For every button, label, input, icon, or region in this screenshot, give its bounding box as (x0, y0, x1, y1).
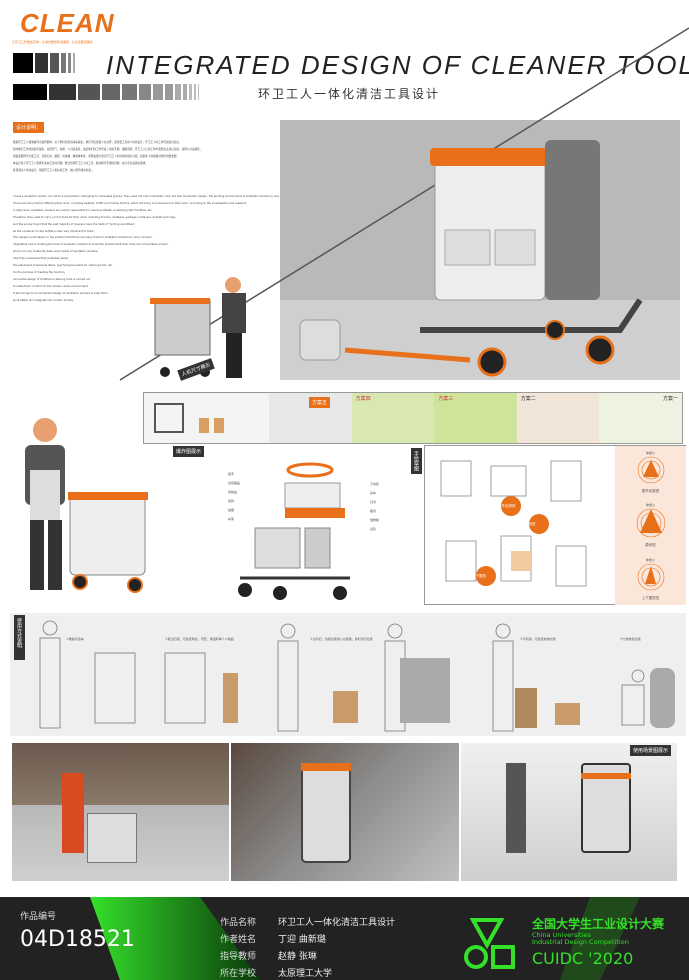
radar-column: 体量小 更外包裹型 体量小 模块型 体量小 上下置放性 (615, 446, 686, 605)
usage-illustrations (39, 620, 675, 732)
exploded-view (238, 462, 350, 600)
sketch-tag: 手绘草图 (411, 448, 422, 474)
usage-step-5: ⑤分类收集垃圾 (620, 637, 641, 641)
usage-strip: 使用方式说明 ①推着清洁车 ②取出扫把，可放置雨衣、手套、保温杯等个人物品 ③边… (10, 613, 686, 736)
scene-photo-2 (231, 743, 459, 881)
radar-1: 体量小 更外包裹型 (615, 451, 686, 494)
scheme-1-thumb[interactable]: 方案一 (599, 393, 682, 443)
scene-photo-1 (12, 743, 229, 881)
competition-cn: 全国大学生工业设计大赛 (532, 917, 665, 931)
scene-tag: 使用场景图展示 (630, 745, 672, 756)
worker-cart-render (25, 418, 148, 593)
intro-en: I have a sanitation worker can call to a… (13, 195, 283, 302)
usage-step-4: ④可利用，可放置收纳垃圾 (520, 637, 556, 641)
sketch-note-1: 更外包裹型 (498, 504, 516, 508)
sketch-drawings (440, 460, 587, 587)
id-label: 作品编号 (20, 912, 57, 922)
radar-2: 体量小 模块型 (615, 503, 686, 548)
explode-tag: 爆炸图展示 (173, 446, 205, 457)
sketch-note-2: 模块型 (525, 522, 536, 526)
scheme-4-thumb[interactable]: 方案四 (351, 393, 435, 443)
poster-title: INTEGRATED DESIGN OF CLEANER TOOLS (106, 50, 689, 80)
cuidc-logo-icon (464, 918, 515, 969)
scheme-strip: 方案五 方案四 方案三 方案二 方案一 (143, 392, 683, 444)
explode-labels-left: 把手垃圾桶盖收纳盒挂钩抽屉车架 (228, 472, 241, 521)
design-description-tag: 设计说明： (13, 122, 45, 133)
usage-step-3: ③边清扫，边把垃圾倒入垃圾箱，随时清扫垃圾 (310, 637, 373, 641)
footer-graphic (90, 897, 640, 980)
competition-short: CUIDC '2020 (532, 949, 634, 968)
info-table: 作品名称环卫工人一体化清洁工具设计 作者姓名丁迎 曲新璐 指导教师赵静 张琳 所… (220, 918, 396, 979)
intro-cn: 随着环卫工人逐渐被列为弱势群体，关于他们的研究越来越多。他们不仅需要人文关怀，更… (13, 141, 203, 172)
id-value: 04D18521 (20, 927, 135, 952)
exploded-parts-thumb (144, 393, 269, 443)
poster-subtitle: 环卫工人一体化清洁工具设计 (258, 87, 441, 101)
sketch-panel: 更外包裹型 模块型 上下置放 体量小 更外包裹型 体量小 模块型 体量小 上下置… (424, 445, 686, 605)
radar-3: 体量小 上下置放性 (615, 558, 686, 601)
explode-labels-right: 万向轮刹车扫帚簸箕储物箱后轮 (370, 482, 380, 531)
scheme-3-thumb[interactable]: 方案三 (434, 393, 517, 443)
gray-bars-top (13, 53, 75, 73)
sketch-note-3: 上下置放 (472, 574, 486, 578)
hero-render (119, 27, 689, 381)
footer: 作品编号 04D18521 作品名称环卫工人一体化清洁工具设计 作者姓名丁迎 曲… (0, 897, 689, 980)
clean-logo: CLEAN (20, 8, 115, 38)
scheme-2-thumb[interactable]: 方案二 (516, 393, 600, 443)
scheme-5-thumb[interactable]: 方案五 (269, 393, 352, 443)
scene-photo-3 (461, 743, 677, 881)
usage-tag: 使用方式说明 (14, 615, 25, 660)
usage-step-2: ②取出扫把，可放置雨衣、手套、保温杯等个人物品 (165, 637, 234, 641)
logo-tagline: 让环卫工作更加高效 · 让城市更加整洁美观 · 让生活更加美好 (12, 40, 93, 44)
usage-step-1: ①推着清洁车 (66, 637, 84, 641)
gray-bars-bottom (13, 84, 199, 100)
